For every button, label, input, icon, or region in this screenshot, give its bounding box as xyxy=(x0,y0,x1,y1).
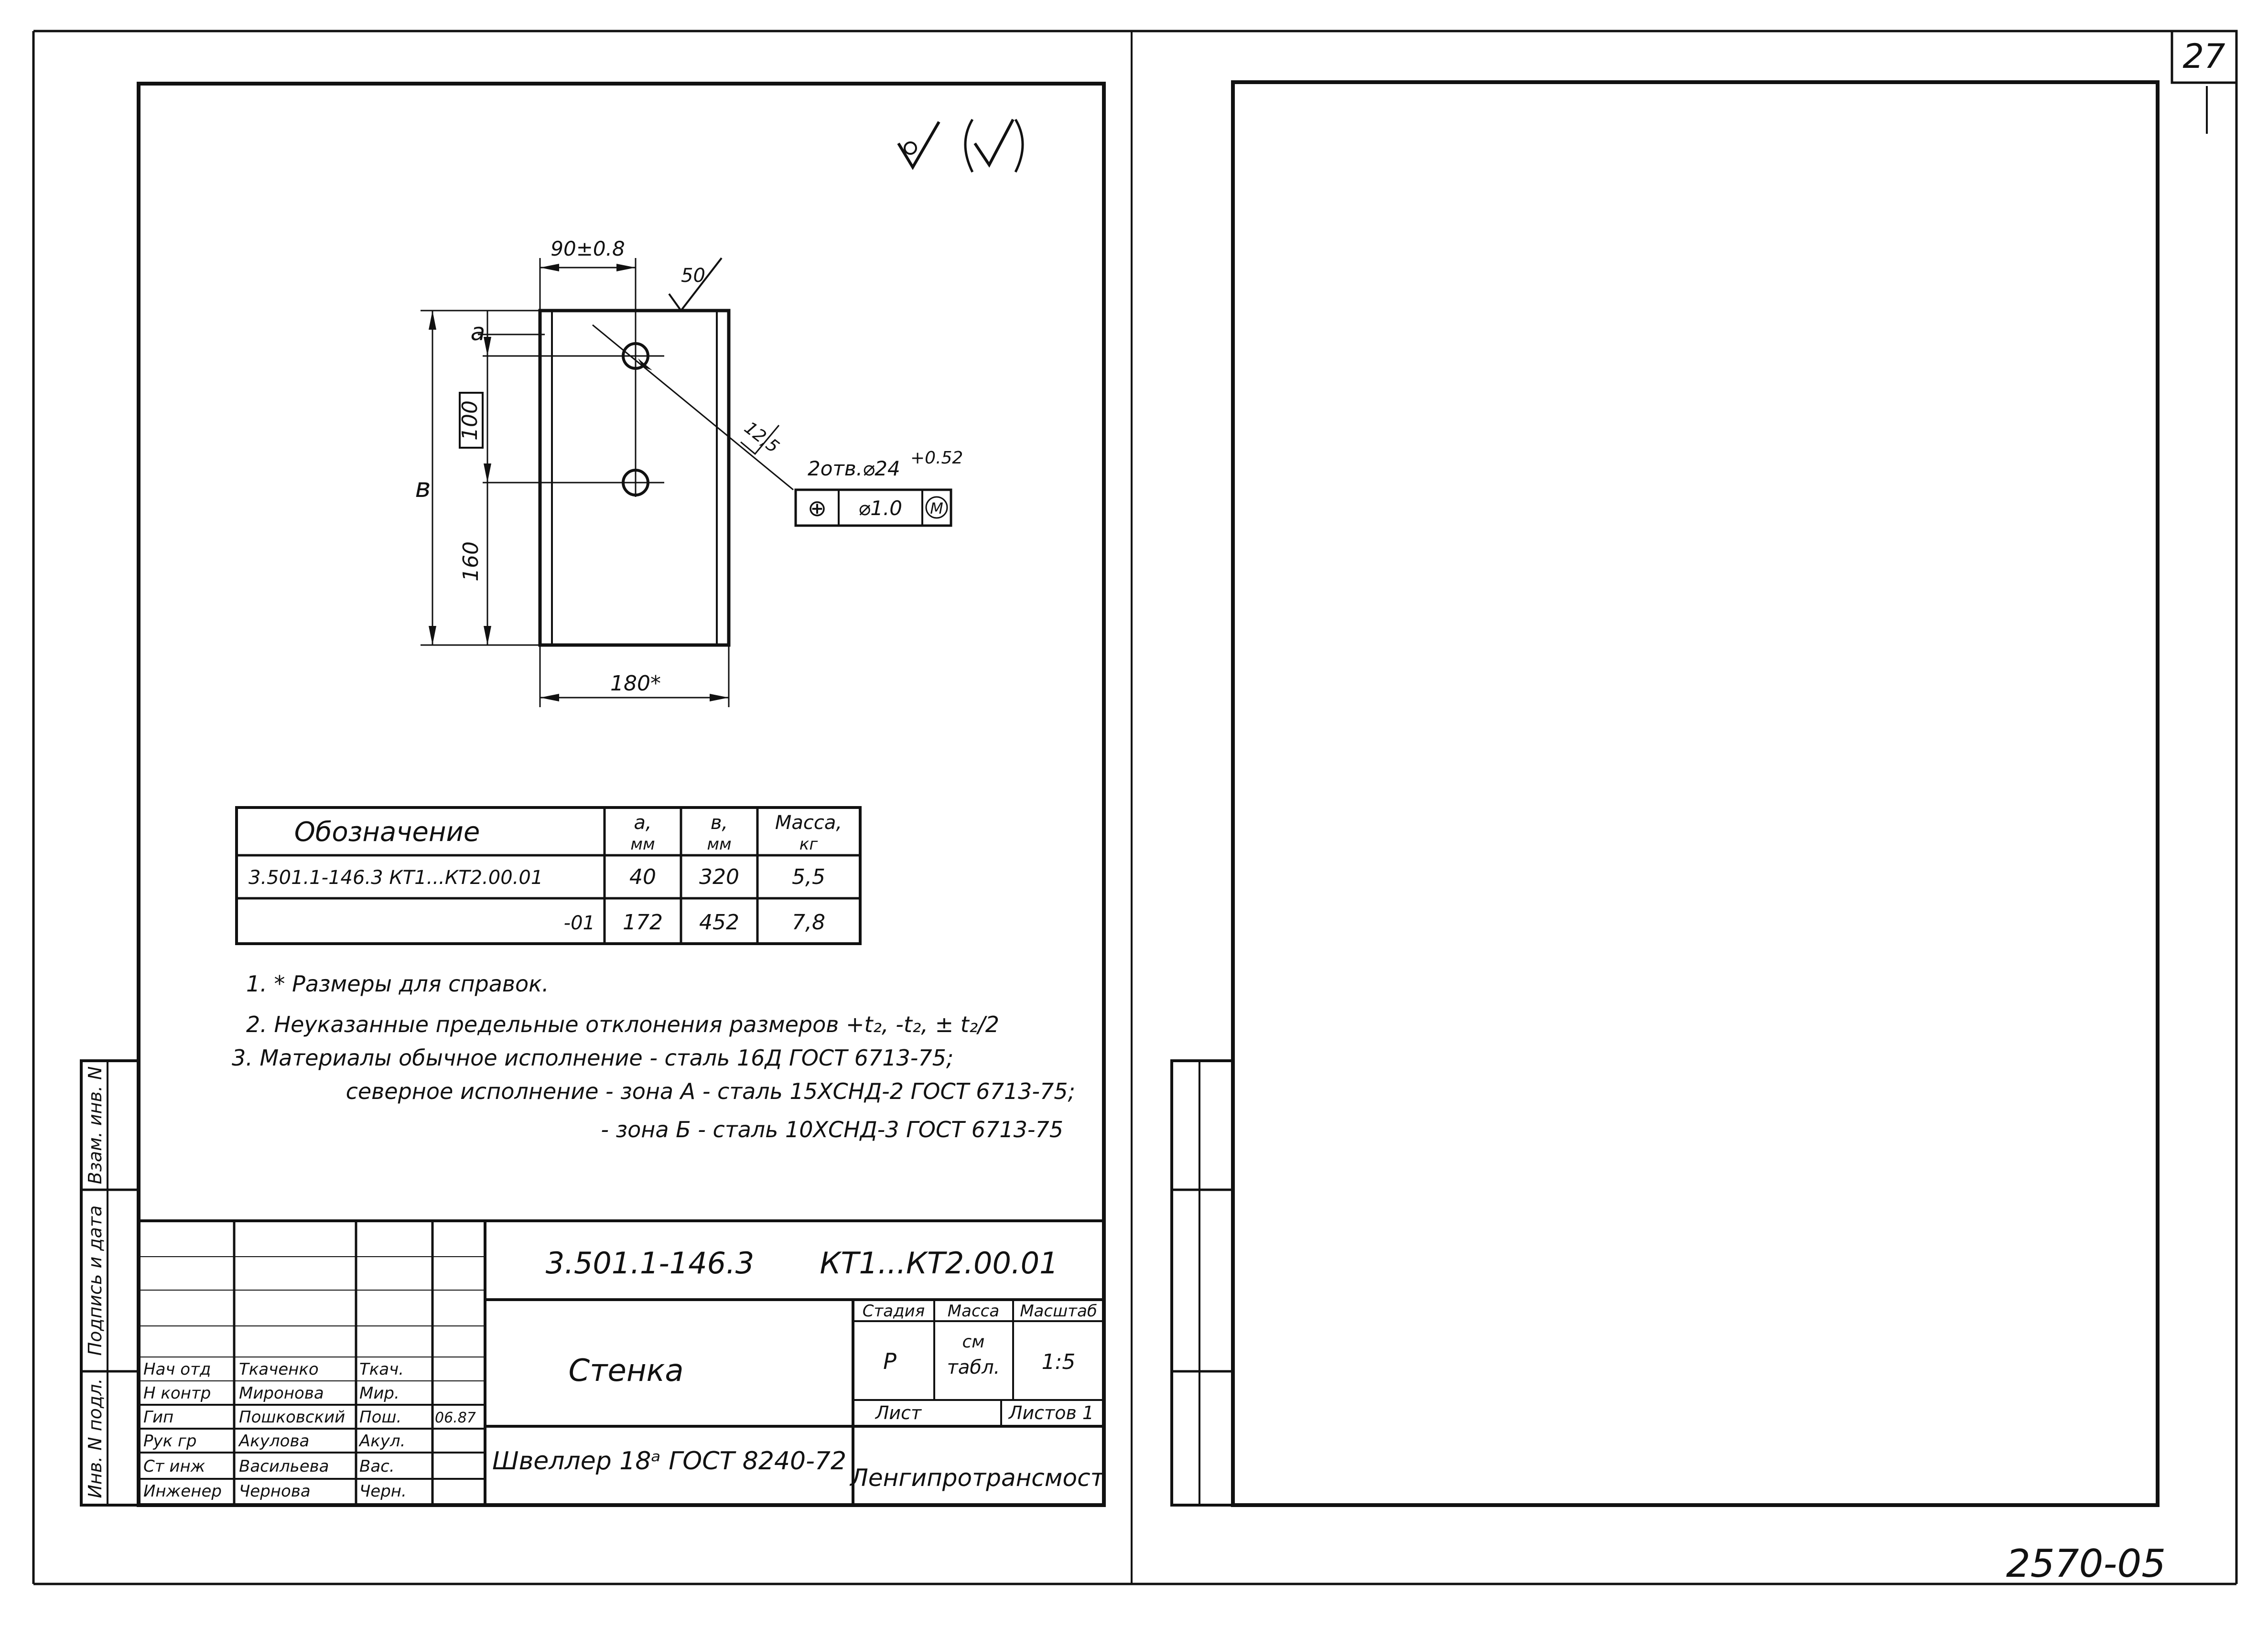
header-a-unit: мм xyxy=(630,835,655,854)
staff-name-1: Ткаченко xyxy=(239,1360,319,1379)
side-stamp: Взам. инв. N Подпись и дата Инв. N подл. xyxy=(80,1059,140,1507)
title-block: Нач отд Ткаченко Ткач. Н контр Миронова … xyxy=(139,1219,1105,1505)
dim-100: 100 xyxy=(458,400,482,441)
mass-label: Масса xyxy=(948,1302,999,1321)
staff-name-3: Пошковский xyxy=(239,1408,345,1427)
position-modifier: M xyxy=(930,499,943,517)
staff-signature-4: Акул. xyxy=(358,1432,405,1451)
material: Швеллер 18ᵃ ГОСТ 8240-72 xyxy=(492,1447,846,1475)
scale-label: Масштаб xyxy=(1020,1302,1097,1321)
row1-mass: 5,5 xyxy=(792,865,825,889)
left-page-frame xyxy=(137,82,1106,1507)
staff-signature-1: Ткач. xyxy=(359,1360,404,1379)
header-mass-unit: кг xyxy=(799,835,819,854)
date-value: 06.87 xyxy=(435,1410,476,1426)
mass-value-line1: см xyxy=(962,1332,985,1352)
organization: Ленгипротрансмост xyxy=(849,1464,1105,1492)
row1-designation: 3.501.1-146.3 КТ1...КТ2.00.01 xyxy=(248,867,543,889)
row2-designation: -01 xyxy=(564,912,595,934)
dim-160: 160 xyxy=(459,541,483,581)
right-page-frame xyxy=(1231,80,2160,1507)
part-drawing: в a 100 160 90±0.8 50 180* 12,5 2отв. xyxy=(415,237,963,707)
hole-callout: 2отв.⌀24 xyxy=(808,457,900,480)
side-stamp-replace: Взам. инв. N xyxy=(85,1066,106,1185)
side-stamp-inventory: Инв. N подл. xyxy=(85,1378,106,1498)
staff-signature-3: Пош. xyxy=(359,1408,401,1427)
staff-role-2: Н контр xyxy=(143,1384,211,1403)
staff-name-6: Чернова xyxy=(239,1482,311,1501)
row1-a: 40 xyxy=(629,865,656,889)
sheet-number: 27 xyxy=(2182,37,2225,76)
sheet-number-box: 27 xyxy=(2171,30,2238,84)
sheets-label: Листов 1 xyxy=(1008,1402,1094,1423)
sheet-label: Лист xyxy=(875,1402,922,1423)
archive-number: 2570-05 xyxy=(2006,1541,2166,1586)
sheet-frame xyxy=(32,30,2238,1585)
note-1: 1. * Размеры для справок. xyxy=(246,971,549,997)
position-symbol: ⊕ xyxy=(808,495,827,522)
staff-name-5: Васильева xyxy=(239,1457,329,1476)
spec-table: Обозначение a, мм в, мм Масса, кг 3.501.… xyxy=(235,806,862,945)
document-code: 3.501.1-146.3 xyxy=(546,1246,755,1281)
position-tolerance: ⌀1.0 xyxy=(858,496,902,520)
staff-signature-6: Черн. xyxy=(359,1482,407,1501)
header-b-unit: мм xyxy=(707,835,731,854)
staff-name-2: Миронова xyxy=(239,1384,324,1403)
hole-tolerance: +0.52 xyxy=(910,448,963,468)
staff-signature-2: Мир. xyxy=(359,1384,400,1403)
notes: 1. * Размеры для справок. 2. Неуказанные… xyxy=(232,971,1075,1142)
mass-value-line2: табл. xyxy=(947,1357,1000,1378)
row2-mass: 7,8 xyxy=(792,910,825,935)
stage-value: Р xyxy=(883,1348,896,1374)
note-3-line2: северное исполнение - зона А - сталь 15Х… xyxy=(346,1078,1075,1104)
staff-role-6: Инженер xyxy=(143,1482,222,1501)
dim-roughness-edge: 50 xyxy=(681,265,705,287)
side-stamp-signature: Подпись и дата xyxy=(85,1206,106,1356)
row2-a: 172 xyxy=(623,910,663,935)
staff-role-1: Нач отд xyxy=(143,1360,211,1379)
note-2: 2. Неуказанные предельные отклонения раз… xyxy=(246,1012,999,1037)
row1-b: 320 xyxy=(699,865,739,889)
staff-role-4: Рук гр xyxy=(143,1432,196,1451)
header-mass: Масса, xyxy=(775,812,842,834)
header-designation: Обозначение xyxy=(294,817,480,848)
dim-a: a xyxy=(471,318,486,346)
dim-width: 180* xyxy=(610,671,661,696)
header-a: a, xyxy=(634,812,651,834)
staff-signature-5: Вас. xyxy=(359,1457,395,1476)
note-3-line3: - зона Б - сталь 10ХСНД-3 ГОСТ 6713-75 xyxy=(601,1117,1063,1142)
staff-role-3: Гип xyxy=(143,1408,173,1427)
dim-top: 90±0.8 xyxy=(551,237,625,260)
row2-b: 452 xyxy=(699,910,739,935)
roughness-mark xyxy=(897,118,1024,173)
stage-label: Стадия xyxy=(863,1302,925,1321)
document-code-suffix: КТ1...КТ2.00.01 xyxy=(820,1246,1058,1281)
header-b: в, xyxy=(711,812,728,834)
staff-role-5: Ст инж xyxy=(143,1457,205,1476)
staff-name-4: Акулова xyxy=(238,1432,309,1451)
note-3: 3. Материалы обычное исполнение - сталь … xyxy=(232,1045,953,1071)
right-side-stamp xyxy=(1170,1059,1234,1507)
dim-b: в xyxy=(415,473,431,504)
part-name: Стенка xyxy=(568,1353,683,1389)
scale-value: 1:5 xyxy=(1042,1350,1076,1374)
